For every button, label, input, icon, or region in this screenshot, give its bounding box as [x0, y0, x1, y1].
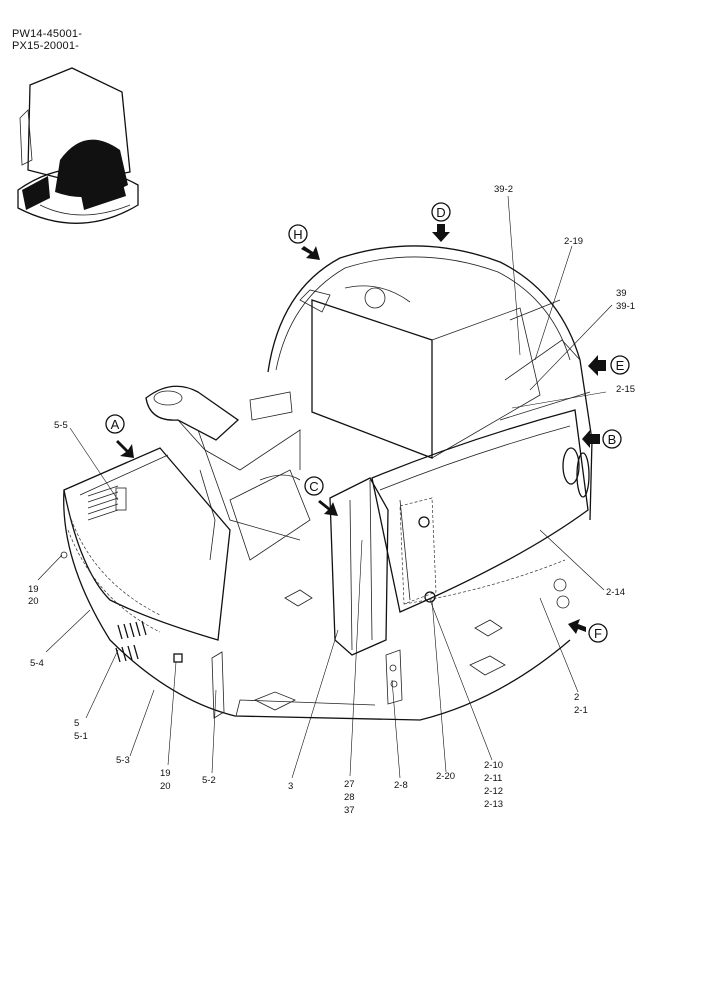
part-label-2-14: 2-14: [606, 587, 625, 598]
view-arrow-d: D: [431, 202, 451, 242]
part-label-20-bottom: 20: [160, 781, 171, 792]
part-label-5-1: 5-1: [74, 731, 88, 742]
view-marker-a: A: [111, 417, 120, 432]
view-marker-d: D: [436, 205, 445, 220]
part-label-19-bottom: 19: [160, 768, 171, 779]
part-label-39: 39: [616, 288, 627, 299]
view-marker-b: B: [608, 432, 617, 447]
part-label-2-15: 2-15: [616, 384, 635, 395]
view-marker-f: F: [594, 626, 602, 641]
part-label-2: 2: [574, 692, 579, 703]
part-label-3: 3: [288, 781, 293, 792]
part-label-2-12: 2-12: [484, 786, 503, 797]
view-marker-e: E: [616, 358, 625, 373]
part-label-37: 37: [344, 805, 355, 816]
upper-frame-assembly: [60, 245, 593, 721]
part-label-2-8: 2-8: [394, 780, 408, 791]
view-marker-h: H: [293, 227, 302, 242]
view-arrow-a: A: [105, 414, 134, 458]
view-arrow-c: C: [304, 476, 338, 516]
view-arrow-h: H: [288, 224, 320, 260]
part-label-5: 5: [74, 718, 79, 729]
view-arrow-b: B: [582, 429, 622, 449]
view-arrow-f: F: [568, 619, 608, 643]
part-label-27: 27: [344, 779, 355, 790]
part-label-5-3: 5-3: [116, 755, 130, 766]
part-label-39-2: 39-2: [494, 184, 513, 195]
part-label-28: 28: [344, 792, 355, 803]
part-label-2-20: 2-20: [436, 771, 455, 782]
part-label-2-13: 2-13: [484, 799, 503, 810]
part-label-2-19: 2-19: [564, 236, 583, 247]
part-labels: 39-2 2-19 39 39-1 2-15 5-5 19 20 5-4 5 5…: [28, 184, 635, 816]
part-label-5-5: 5-5: [54, 420, 68, 431]
leader-lines: [37, 195, 613, 779]
part-label-39-1: 39-1: [616, 301, 635, 312]
serial-range-2: PX15-20001-: [12, 40, 80, 52]
serial-range-1: PW14-45001-: [12, 28, 83, 40]
part-label-5-2: 5-2: [202, 775, 216, 786]
part-label-2-10: 2-10: [484, 760, 503, 771]
part-label-2-11: 2-11: [484, 773, 502, 784]
part-label-19-left: 19: [28, 584, 39, 595]
part-label-5-4: 5-4: [30, 658, 44, 669]
view-marker-c: C: [309, 479, 318, 494]
part-label-20-left: 20: [28, 596, 39, 607]
thumbnail-overview: [17, 67, 139, 224]
part-label-2-1: 2-1: [574, 705, 588, 716]
view-arrow-e: E: [588, 355, 630, 376]
